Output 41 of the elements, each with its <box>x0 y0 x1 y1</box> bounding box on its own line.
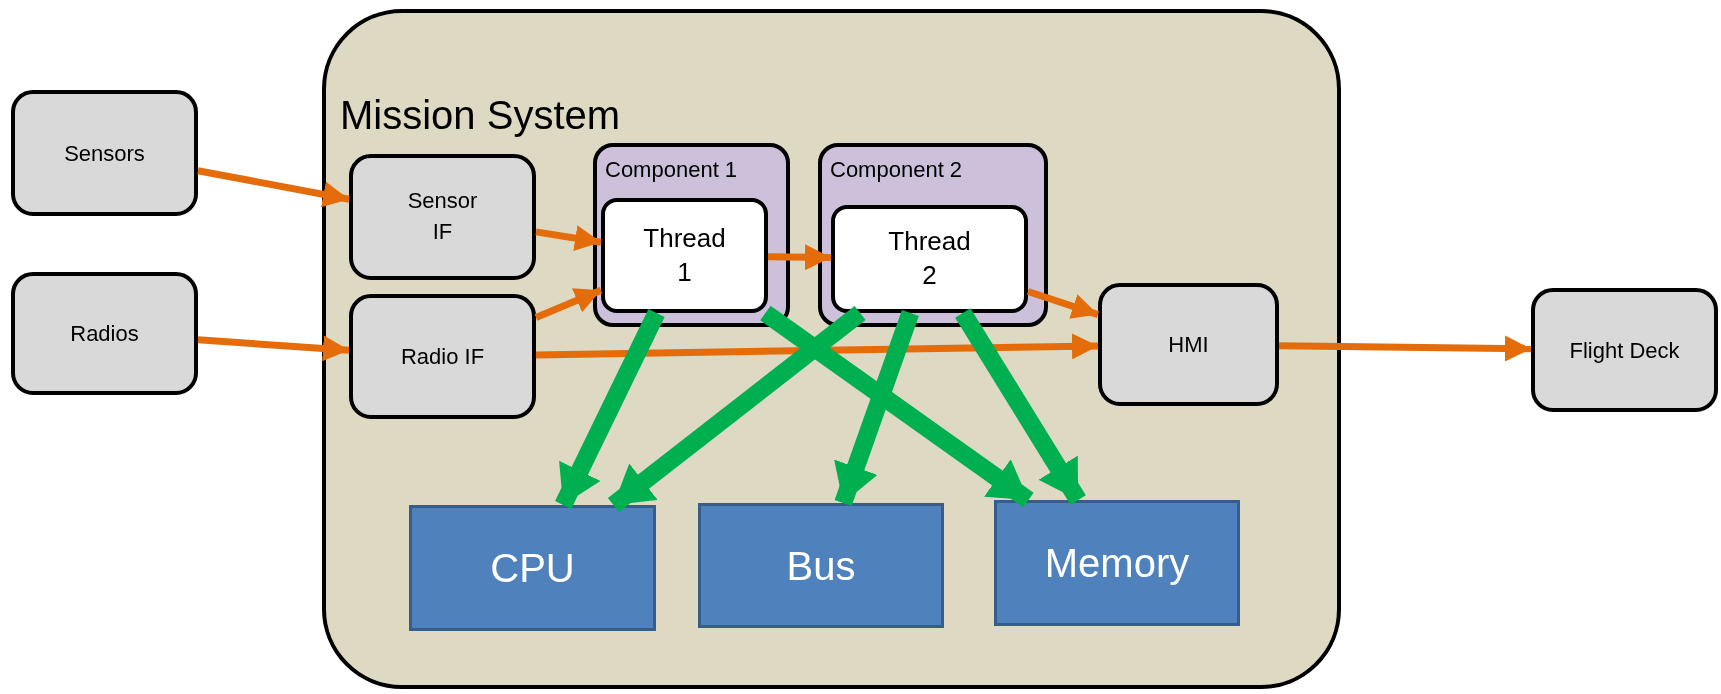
box-label: CPU <box>490 545 575 592</box>
arrow <box>197 167 350 208</box>
external-box <box>11 90 198 216</box>
arrow <box>555 309 665 509</box>
component-title: Component 2 <box>830 157 963 182</box>
thread-box <box>831 205 1028 313</box>
interface-box <box>349 154 536 280</box>
box-label: HMI <box>1168 331 1209 359</box>
box-label: Thread 2 <box>887 225 972 292</box>
thread-box <box>601 198 768 313</box>
resource-box <box>698 503 944 628</box>
box-label: Flight Deck <box>1569 336 1680 365</box>
box-label: Bus <box>786 542 856 590</box>
arrow <box>534 287 603 321</box>
arrow <box>1026 288 1100 319</box>
arrow <box>607 305 866 513</box>
component-box <box>593 143 790 327</box>
resource-box <box>409 505 656 631</box>
arrow <box>535 333 1099 360</box>
box-label: Thread 1 <box>642 221 727 289</box>
arrow <box>955 308 1086 505</box>
arrow <box>760 305 1034 508</box>
external-box <box>1531 288 1718 412</box>
component-title: Component 1 <box>605 157 738 182</box>
container-title: Mission System <box>340 93 621 137</box>
arrow <box>197 335 350 362</box>
box-label: Sensor IF <box>406 187 479 246</box>
system-container <box>322 9 1341 689</box>
box-label: Radio IF <box>400 343 485 371</box>
arrow <box>767 244 832 271</box>
box-label: Memory <box>1044 540 1190 587</box>
arrow <box>535 225 602 251</box>
interface-box <box>1098 283 1279 406</box>
external-box <box>11 272 198 395</box>
resource-box <box>994 500 1240 626</box>
box-label: Sensors <box>64 139 145 168</box>
arrow <box>1278 335 1532 362</box>
interface-box <box>349 294 536 419</box>
component-box <box>818 143 1048 327</box>
arrow <box>834 310 919 506</box>
box-label: Radios <box>70 320 139 348</box>
